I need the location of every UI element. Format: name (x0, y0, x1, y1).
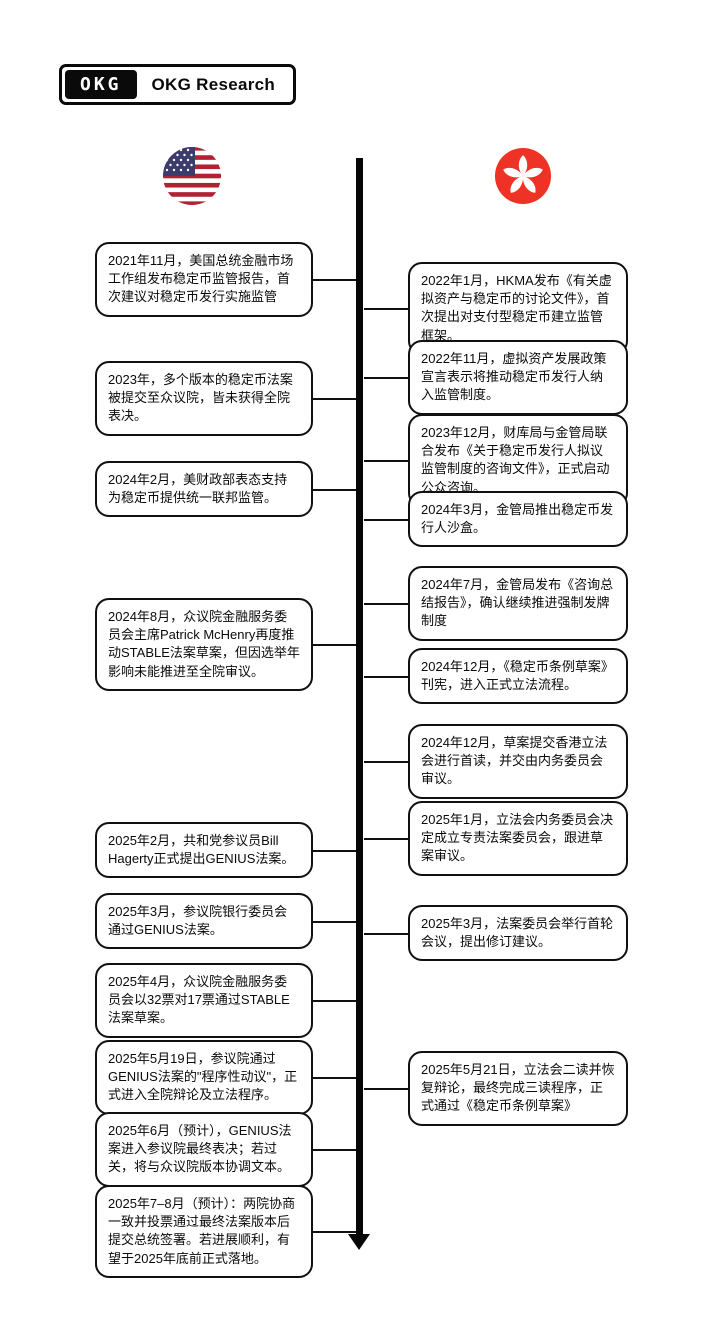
hk-event-box: 2022年11月，虚拟资产发展政策宣言表示将推动稳定币发行人纳入监管制度。 (364, 340, 628, 415)
okg-logo-title: OKG Research (151, 74, 276, 94)
us-flag-icon (162, 146, 222, 206)
event-text: 2025年5月19日，参议院通过GENIUS法案的"程序性动议"，正式进入全院辩… (108, 1051, 298, 1103)
event-text: 2025年2月，共和党参议员Bill Hagerty正式提出GENIUS法案。 (108, 833, 295, 867)
us-event-box: 2021年11月，美国总统金融市场工作组发布稳定币监管报告，首次建议对稳定币发行… (95, 242, 356, 317)
event-text: 2025年6月（预计），GENIUS法案进入参议院最终表决；若过关，将与众议院版… (108, 1123, 292, 1175)
event-text: 2023年，多个版本的稳定币法案被提交至众议院，皆未获得全院表决。 (108, 372, 293, 424)
hk-event-box: 2024年12月，《稳定币条例草案》刊宪，进入正式立法流程。 (364, 648, 628, 705)
event-text: 2025年5月21日，立法会二读并恢复辩论，最终完成三读程序，正式通过《稳定币条… (421, 1062, 615, 1114)
event-text: 2025年3月，法案委员会举行首轮会议，提出修订建议。 (421, 916, 614, 950)
us-event-box: 2024年2月，美财政部表态支持为稳定币提供统一联邦监管。 (95, 461, 356, 518)
event-text: 2023年12月，财库局与金管局联合发布《关于稳定币发行人拟议监管制度的咨询文件… (421, 425, 610, 495)
us-event-box: 2025年5月19日，参议院通过GENIUS法案的"程序性动议"，正式进入全院辩… (95, 1040, 356, 1115)
hk-event-box: 2024年12月，草案提交香港立法会进行首读，并交由内务委员会审议。 (364, 724, 628, 799)
hk-event-box: 2024年3月，金管局推出稳定币发行人沙盒。 (364, 491, 628, 548)
event-text: 2024年12月，草案提交香港立法会进行首读，并交由内务委员会审议。 (421, 735, 608, 787)
event-text: 2025年1月，立法会内务委员会决定成立专责法案委员会，跟进草案审议。 (421, 812, 614, 864)
hk-event-box: 2022年1月，HKMA发布《有关虚拟资产与稳定币的讨论文件》，首次提出对支付型… (364, 262, 628, 355)
event-text: 2022年1月，HKMA发布《有关虚拟资产与稳定币的讨论文件》，首次提出对支付型… (421, 273, 612, 343)
hk-event-box: 2024年7月，金管局发布《咨询总结报告》，确认继续推进强制发牌制度 (364, 566, 628, 641)
event-text: 2022年11月，虚拟资产发展政策宣言表示将推动稳定币发行人纳入监管制度。 (421, 351, 607, 403)
us-event-box: 2023年，多个版本的稳定币法案被提交至众议院，皆未获得全院表决。 (95, 361, 356, 436)
hk-flag-icon (494, 147, 552, 205)
timeline-axis (356, 158, 363, 1236)
hk-event-box: 2025年3月，法案委员会举行首轮会议，提出修订建议。 (364, 905, 628, 962)
us-event-box: 2025年3月，参议院银行委员会通过GENIUS法案。 (95, 893, 356, 950)
okg-logo-mark: OKG (65, 70, 137, 99)
timeline-arrow-icon (348, 1234, 370, 1250)
event-text: 2021年11月，美国总统金融市场工作组发布稳定币监管报告，首次建议对稳定币发行… (108, 253, 294, 305)
us-event-box: 2025年2月，共和党参议员Bill Hagerty正式提出GENIUS法案。 (95, 822, 356, 879)
event-text: 2024年2月，美财政部表态支持为稳定币提供统一联邦监管。 (108, 472, 288, 506)
event-text: 2024年3月，金管局推出稳定币发行人沙盒。 (421, 502, 614, 536)
us-event-box: 2025年4月，众议院金融服务委员会以32票对17票通过STABLE法案草案。 (95, 963, 356, 1038)
us-event-box: 2025年7–8月（预计）：两院协商一致并投票通过最终法案版本后提交总统签署。若… (95, 1185, 356, 1278)
us-event-box: 2025年6月（预计），GENIUS法案进入参议院最终表决；若过关，将与众议院版… (95, 1112, 356, 1187)
event-text: 2025年4月，众议院金融服务委员会以32票对17票通过STABLE法案草案。 (108, 974, 290, 1026)
us-event-box: 2024年8月，众议院金融服务委员会主席Patrick McHenry再度推动S… (95, 598, 356, 691)
event-text: 2024年8月，众议院金融服务委员会主席Patrick McHenry再度推动S… (108, 609, 300, 679)
event-text: 2025年3月，参议院银行委员会通过GENIUS法案。 (108, 904, 288, 938)
okg-logo: OKG OKG Research (59, 64, 297, 105)
event-text: 2025年7–8月（预计）：两院协商一致并投票通过最终法案版本后提交总统签署。若… (108, 1196, 296, 1266)
event-text: 2024年7月，金管局发布《咨询总结报告》，确认继续推进强制发牌制度 (421, 577, 614, 629)
hk-event-box: 2025年1月，立法会内务委员会决定成立专责法案委员会，跟进草案审议。 (364, 801, 628, 876)
event-text: 2024年12月，《稳定币条例草案》刊宪，进入正式立法流程。 (421, 659, 614, 693)
hk-event-box: 2025年5月21日，立法会二读并恢复辩论，最终完成三读程序，正式通过《稳定币条… (364, 1051, 628, 1126)
